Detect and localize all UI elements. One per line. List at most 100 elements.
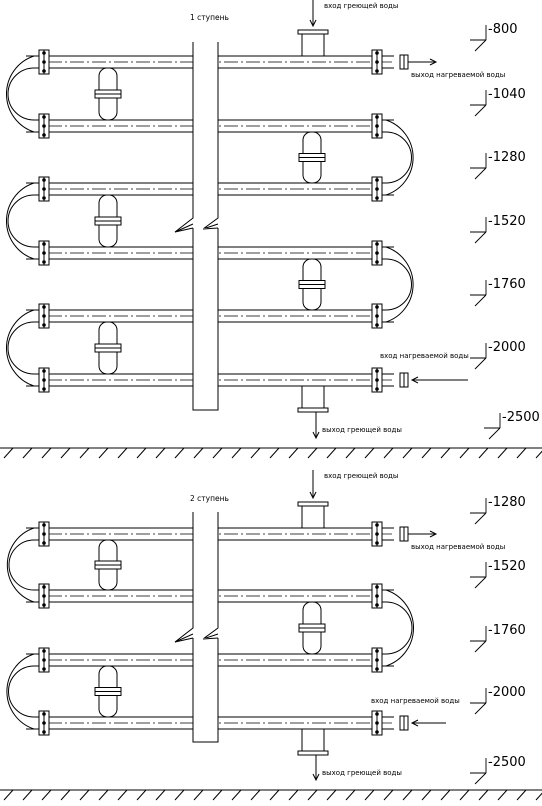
u-bend bbox=[6, 653, 45, 730]
ground-hatch bbox=[60, 789, 71, 801]
u-bend bbox=[5, 55, 45, 133]
ground-hatch bbox=[269, 447, 280, 459]
flange-bolt bbox=[375, 378, 379, 382]
flange-bolt bbox=[375, 323, 379, 327]
flange-bolt bbox=[42, 196, 46, 200]
central-column bbox=[174, 42, 219, 743]
elevation-arrow bbox=[470, 343, 487, 370]
ground-hatch bbox=[231, 447, 242, 459]
ground-hatch bbox=[307, 789, 318, 801]
flange-bolt bbox=[375, 196, 379, 200]
u-bend bbox=[5, 182, 45, 260]
elevation-label: -2000 bbox=[488, 685, 526, 700]
column-break-bottom bbox=[174, 637, 219, 643]
flange-bolt bbox=[42, 649, 46, 653]
outlet-nozzle-flange bbox=[297, 750, 329, 756]
ground-hatch bbox=[478, 789, 489, 801]
flange-bolt bbox=[375, 594, 379, 598]
flange-bolt bbox=[42, 369, 46, 373]
elevation-arrow bbox=[470, 498, 487, 525]
ground-hatch bbox=[136, 789, 147, 801]
flange-bolt bbox=[375, 532, 379, 536]
flange-bolt bbox=[375, 585, 379, 589]
flange-bolt bbox=[375, 124, 379, 128]
ground-hatch bbox=[535, 450, 542, 459]
ground-hatch bbox=[459, 447, 470, 459]
ground-hatch bbox=[516, 789, 527, 801]
ground-hatch bbox=[421, 447, 432, 459]
flow-arrow-head bbox=[429, 58, 438, 66]
flange-bolt bbox=[42, 378, 46, 382]
elevation-arrow bbox=[470, 688, 487, 715]
column-body bbox=[192, 228, 219, 411]
elevation-arrow bbox=[470, 562, 487, 589]
elevation-label: -1760 bbox=[488, 277, 526, 292]
ground-hatch bbox=[193, 447, 204, 459]
inlet-heated-label: вход нагреваемой воды bbox=[371, 697, 460, 705]
ground-hatch bbox=[117, 447, 128, 459]
ladder-connections bbox=[94, 67, 326, 718]
stage-label: 2 ступень bbox=[190, 494, 229, 503]
elevation-label: -800 bbox=[488, 22, 518, 37]
ground-hatch bbox=[402, 447, 413, 459]
ground-hatch bbox=[326, 789, 337, 801]
flange-bolt bbox=[375, 730, 379, 734]
ground-hatch bbox=[60, 447, 71, 459]
u-bend bbox=[5, 309, 45, 387]
ground-hatch bbox=[345, 447, 356, 459]
ground-hatch bbox=[478, 447, 489, 459]
flange-bolt bbox=[42, 124, 46, 128]
ground-hatch bbox=[497, 447, 508, 459]
flange-bolt bbox=[42, 133, 46, 137]
flange-bolt bbox=[42, 260, 46, 264]
flange-bolt bbox=[375, 187, 379, 191]
elevation-label: -1520 bbox=[488, 559, 526, 574]
flange-bolt bbox=[375, 649, 379, 653]
flanges bbox=[38, 49, 383, 736]
flange-bolt bbox=[375, 387, 379, 391]
flange-bolt bbox=[375, 178, 379, 182]
flange-bolt bbox=[42, 585, 46, 589]
flange-bolt bbox=[42, 51, 46, 55]
flange-bolt bbox=[42, 69, 46, 73]
flow-arrow-head bbox=[312, 431, 320, 440]
elevation-label: -1760 bbox=[488, 623, 526, 638]
ground-hatch bbox=[383, 447, 394, 459]
inlet-nozzle bbox=[301, 503, 325, 529]
outlet-nozzle bbox=[301, 728, 325, 754]
flange-bolt bbox=[42, 60, 46, 64]
flange-bolt bbox=[375, 60, 379, 64]
ground-hatch bbox=[364, 789, 375, 801]
ground-hatch bbox=[174, 789, 185, 801]
flange-bolt bbox=[42, 387, 46, 391]
flange-bolt bbox=[42, 603, 46, 607]
flange-bolt bbox=[42, 115, 46, 119]
ground-hatch bbox=[402, 789, 413, 801]
ground-hatch bbox=[155, 789, 166, 801]
ground-hatch bbox=[459, 789, 470, 801]
ground-hatch bbox=[250, 789, 261, 801]
column-body bbox=[192, 638, 219, 743]
flange-bolt bbox=[42, 712, 46, 716]
elevation-arrow bbox=[470, 25, 487, 52]
ground-hatch bbox=[155, 447, 166, 459]
inlet-nozzle-flange bbox=[297, 501, 329, 507]
ground-hatch bbox=[174, 447, 185, 459]
column-fill bbox=[193, 512, 218, 628]
flange-bolt bbox=[375, 115, 379, 119]
ground-hatch bbox=[288, 789, 299, 801]
flange-bolt bbox=[42, 251, 46, 255]
flange-bolt bbox=[42, 730, 46, 734]
flange-bolt bbox=[375, 242, 379, 246]
flow-arrow-head bbox=[309, 19, 317, 28]
ground-hatch bbox=[269, 789, 280, 801]
ground-lines bbox=[0, 447, 542, 801]
flange-bolt bbox=[42, 594, 46, 598]
elevation-arrow bbox=[470, 758, 487, 785]
inlet-nozzle bbox=[301, 31, 325, 57]
flange-bolt bbox=[42, 541, 46, 545]
outlet-heating-label: выход греющей воды bbox=[322, 769, 402, 777]
flange-bolt bbox=[375, 603, 379, 607]
flow-arrow-head bbox=[410, 719, 419, 727]
